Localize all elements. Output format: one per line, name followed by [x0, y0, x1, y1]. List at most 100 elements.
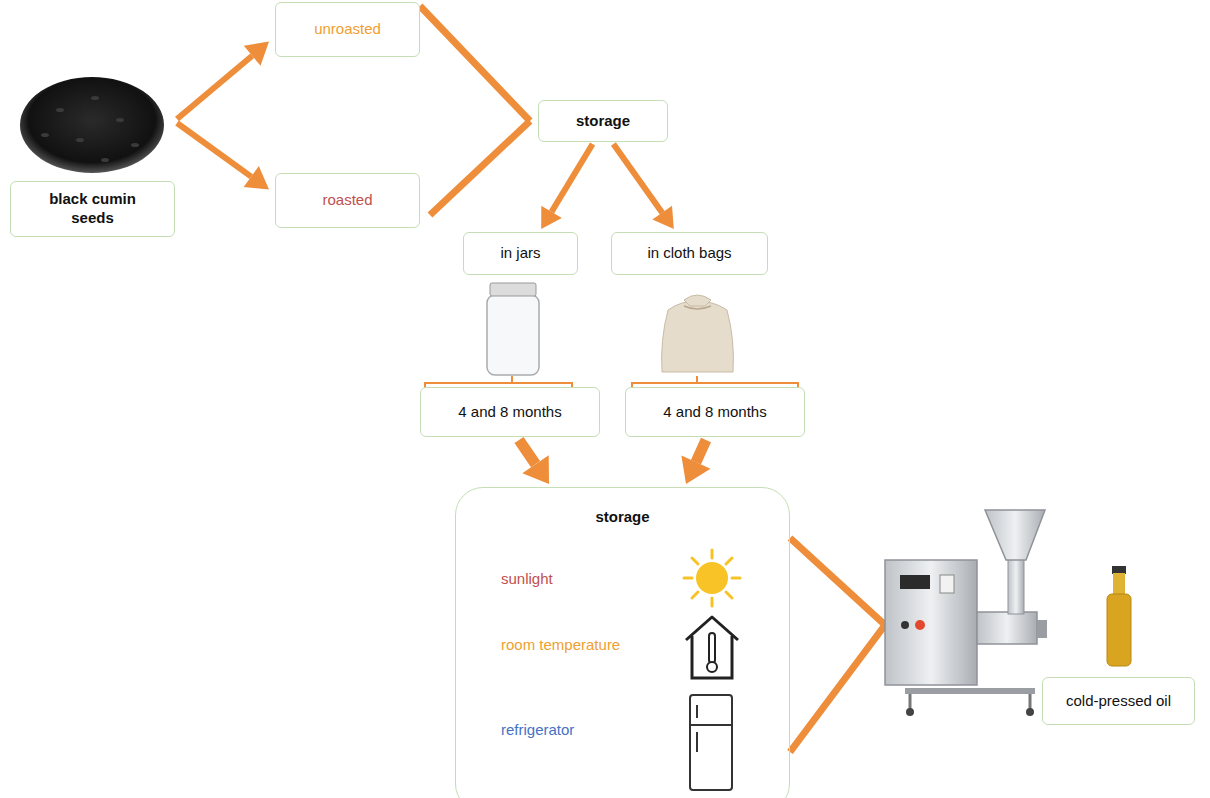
refrigerator-icon-part — [696, 732, 698, 752]
seed-pile-part — [101, 158, 109, 162]
jar-icon — [487, 283, 539, 375]
flow-arrow-line — [552, 144, 593, 212]
oil-press-machine-part — [977, 612, 1037, 644]
jar-icon-part — [490, 283, 536, 296]
oil-press-machine — [885, 510, 1047, 716]
oil-bottle-part — [1107, 594, 1131, 666]
process-box: unroasted — [275, 2, 420, 57]
product-box: cold-pressed oil — [1042, 677, 1195, 725]
flow-arrow — [420, 6, 530, 121]
seed-pile-part — [20, 77, 164, 173]
oil-press-machine-part — [901, 621, 909, 629]
node-label: storage — [456, 508, 789, 527]
flow-arrow-line — [519, 440, 536, 464]
oil-press-machine-part — [1029, 694, 1032, 710]
oil-bottle — [1107, 566, 1131, 666]
flow-arrow — [613, 144, 673, 229]
process-box: storage — [538, 100, 668, 142]
house-thermometer-icon-part — [709, 633, 715, 663]
oil-press-machine-part — [900, 575, 930, 589]
sun-icon-part-part — [726, 558, 732, 564]
arrow-head — [681, 456, 710, 485]
oil-press-machine-part — [1008, 558, 1024, 614]
cloth-bag-icon — [662, 295, 734, 372]
flow-arrow-line — [430, 121, 530, 215]
oil-press-machine-part — [940, 575, 954, 593]
house-thermometer-icon-part — [707, 662, 717, 672]
duration-box: 4 and 8 months — [420, 387, 600, 437]
container-box: in jars — [463, 232, 578, 275]
arrow-head — [541, 206, 562, 229]
oil-press-machine-part — [985, 510, 1045, 560]
node-label: in cloth bags — [647, 244, 731, 263]
flow-arrow-line — [420, 6, 530, 121]
refrigerator-icon-part — [696, 705, 698, 718]
flow-arrow-line — [177, 56, 252, 119]
flow-arrow-line — [696, 440, 706, 462]
seed-pile-part — [76, 138, 84, 142]
arrow-head — [522, 455, 549, 484]
node-label: roasted — [322, 191, 372, 210]
oil-bottle-part — [1113, 573, 1125, 595]
storage-panel: storage sunlight room temperature refrigera… — [455, 487, 790, 798]
seed-pile-part — [56, 108, 64, 112]
flow-chevron — [790, 538, 885, 752]
sun-icon-part — [684, 550, 740, 606]
flow-arrow — [681, 440, 710, 484]
node-label: 4 and 8 months — [663, 403, 766, 422]
arrow-head — [652, 206, 673, 229]
cloth-bag-icon-part — [684, 306, 711, 309]
jar-icon-part — [487, 295, 539, 375]
seed-pile-part — [91, 96, 99, 100]
oil-press-machine-part — [1026, 708, 1034, 716]
seed-pile-part — [131, 143, 139, 147]
flow-arrow — [541, 144, 592, 229]
seed-pile-part — [116, 118, 124, 122]
node-label: black cumin seeds — [38, 190, 148, 228]
refrigerator-icon-part — [690, 695, 732, 790]
cloth-bag-icon-part — [662, 302, 734, 372]
condition-label: room temperature — [501, 636, 620, 655]
node-label: unroasted — [314, 20, 381, 39]
flow-arrow-line — [613, 144, 662, 213]
process-box: roasted — [275, 173, 420, 228]
condition-label: refrigerator — [501, 721, 574, 740]
arrow-head — [244, 42, 269, 66]
cloth-bag-icon-part — [684, 295, 711, 306]
oil-bottle-part — [1112, 566, 1126, 574]
node-label: storage — [576, 112, 630, 131]
sun-icon-part-part — [711, 550, 714, 558]
sun-icon-part-part — [732, 577, 740, 580]
sun-icon-part-part — [711, 598, 714, 606]
seed-pile — [20, 77, 164, 173]
house-thermometer-icon — [686, 617, 738, 678]
flow-arrow — [177, 42, 269, 119]
flow-arrow-line — [177, 123, 251, 177]
sun-icon-part-part — [684, 577, 692, 580]
oil-press-machine-part — [906, 708, 914, 716]
node-label: 4 and 8 months — [458, 403, 561, 422]
oil-press-machine-part — [909, 694, 912, 710]
source-box: black cumin seeds — [10, 181, 175, 237]
flow-arrow — [177, 123, 269, 190]
sun-icon-part-part — [692, 592, 698, 598]
sun-icon — [684, 550, 740, 606]
refrigerator-icon-part — [690, 724, 732, 726]
refrigerator-icon — [690, 695, 732, 790]
flow-arrow — [519, 440, 549, 484]
sun-icon-part-part — [692, 558, 698, 564]
node-label: in jars — [500, 244, 540, 263]
oil-press-machine-part — [1037, 620, 1047, 638]
sun-icon-part — [696, 562, 728, 594]
flow-arrow — [430, 121, 530, 215]
arrow-head — [244, 166, 269, 189]
condition-label: sunlight — [501, 570, 553, 589]
oil-press-machine-part — [915, 620, 925, 630]
oil-press-machine-part — [885, 560, 977, 685]
oil-press-machine-part — [905, 688, 1035, 694]
sun-icon-part-part — [726, 592, 732, 598]
duration-box: 4 and 8 months — [625, 387, 805, 437]
node-label: cold-pressed oil — [1066, 692, 1171, 711]
seed-pile-part — [41, 133, 49, 137]
